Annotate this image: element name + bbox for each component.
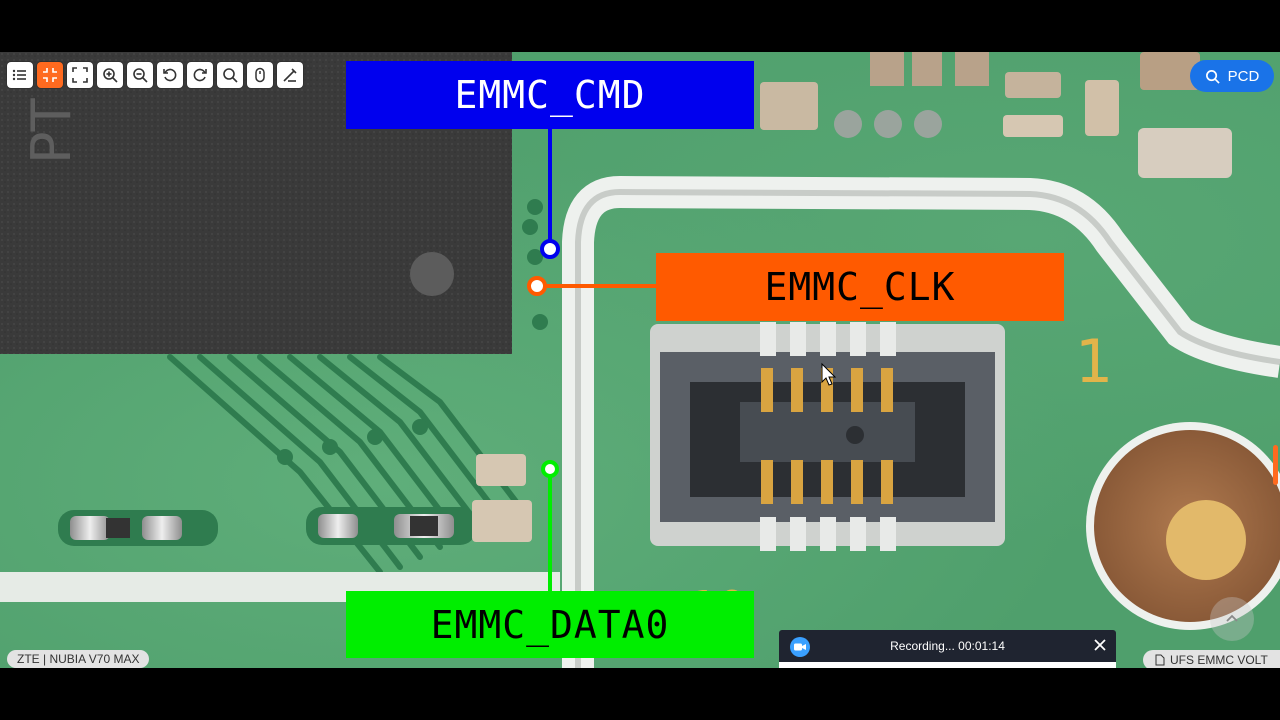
pcd-button[interactable]: PCD [1190,60,1274,92]
magic-pen-button[interactable] [277,62,303,88]
net-label-text: EMMC_CMD [454,73,646,117]
recording-timer: Recording... 00:01:14 [890,639,1005,653]
list-icon [12,69,26,81]
recording-bar: Recording... 00:01:14 [779,630,1116,668]
mouse-icon [255,67,265,83]
mouse-button[interactable] [247,62,273,88]
pcd-button-label: PCD [1227,67,1260,85]
zoom-in-button[interactable] [97,62,123,88]
collapse-button[interactable] [37,62,63,88]
magic-pen-icon [283,68,297,82]
device-model-tag: ZTE | NUBIA V70 MAX [7,650,150,668]
search-icon [223,68,238,83]
document-icon [1155,654,1165,666]
zoom-out-button[interactable] [127,62,153,88]
collapse-icon [43,68,57,82]
list-button[interactable] [7,62,33,88]
svg-text:PT: PT [20,97,83,164]
close-icon[interactable] [1093,638,1107,652]
scrollbar-thumb[interactable] [1273,445,1278,485]
net-label-emmc-data0: EMMC_DATA0 [346,591,754,658]
viewer-toolbar [7,62,303,88]
net-label-emmc-clk: EMMC_CLK [656,253,1064,321]
rotate-left-icon [163,68,177,82]
search-button[interactable] [217,62,243,88]
fit-screen-icon [72,67,88,83]
net-label-text: EMMC_CLK [764,265,956,309]
fit-screen-button[interactable] [67,62,93,88]
zoom-in-icon [103,68,118,83]
board-viewer[interactable]: PT [0,52,1280,668]
ufs-emmc-volt-tab[interactable]: UFS EMMC VOLT [1143,650,1280,668]
rotate-right-button[interactable] [187,62,213,88]
net-label-text: EMMC_DATA0 [430,602,670,647]
connector [650,322,1005,551]
zoom-out-icon [133,68,148,83]
rotate-right-icon [193,68,207,82]
svg-text:1: 1 [1075,327,1113,397]
scroll-to-top-button[interactable] [1210,597,1254,641]
rotate-left-button[interactable] [157,62,183,88]
chevron-up-icon [1226,614,1238,622]
camera-icon [790,637,810,657]
pcb-board-image: PT [0,52,1280,668]
net-label-emmc-cmd: EMMC_CMD [346,61,754,129]
ufs-tab-label: UFS EMMC VOLT [1170,653,1268,667]
search-icon [1205,69,1220,84]
